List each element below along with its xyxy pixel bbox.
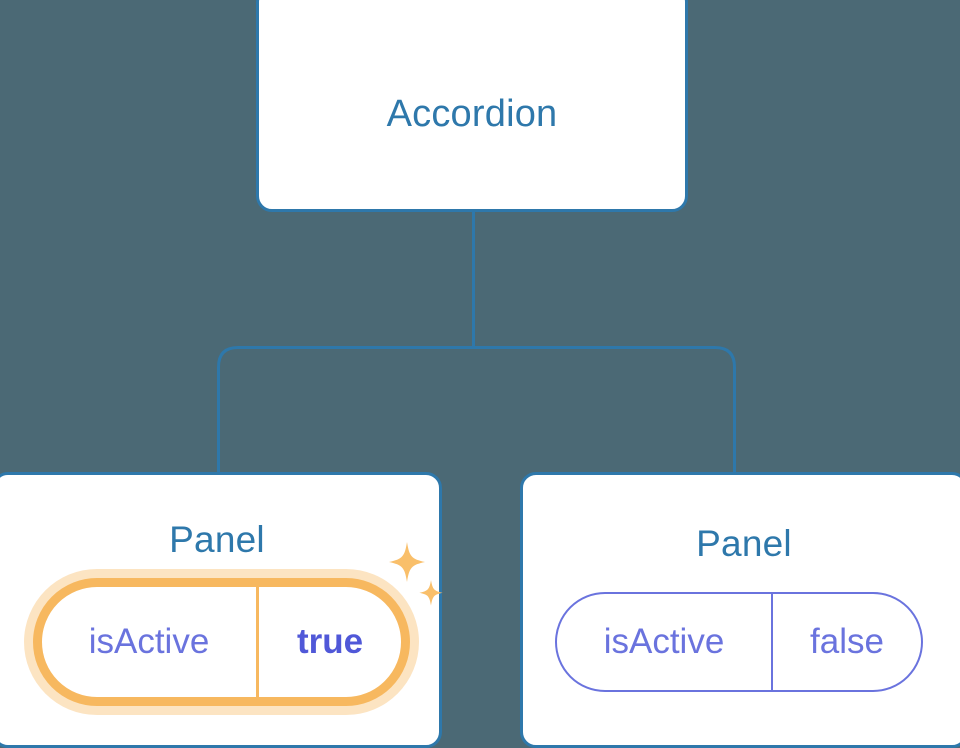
prop-key-isactive: isActive [88,622,210,661]
node-panel-active-label: Panel [169,519,265,560]
prop-pill-isactive-true[interactable]: isActive true [33,578,410,706]
node-accordion-label: Accordion [386,93,558,135]
connector-branch-bar [217,346,736,478]
prop-divider [256,587,259,697]
prop-value-true: true [296,622,364,661]
node-panel-inactive-label: Panel [696,523,792,564]
prop-value-false: false [810,622,884,661]
node-accordion[interactable]: Accordion [256,0,688,212]
prop-divider [771,594,773,690]
prop-pill-isactive-false[interactable]: isActive false [555,592,923,692]
prop-key-isactive: isActive [603,622,725,661]
